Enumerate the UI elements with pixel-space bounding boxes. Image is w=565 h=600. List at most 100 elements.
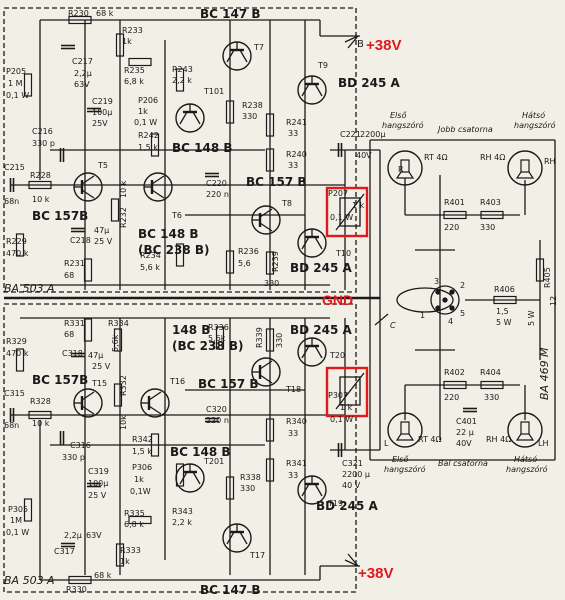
label-c321: C321 [342,459,363,468]
value-r336: 5,6k [208,334,226,343]
label-front-right-a: Első [390,111,406,120]
label-r406: R406 [494,285,515,294]
label-c-node: C [390,321,396,330]
value-c316: 330 p [62,453,85,462]
label-r329: R329 [6,337,27,346]
value-c216: 330 p [32,139,55,148]
component-symbols [9,15,545,585]
label-t16: T16 [169,377,185,386]
label-pin1: 1 [420,311,425,320]
label-rear-right-a: Hátsó [522,110,545,120]
label-r341: R341 [286,459,307,468]
label-r403: R403 [480,198,501,207]
label-rt-right: RT 4Ω [424,153,448,162]
value-r238: 330 [242,112,257,121]
label-r228: R228 [30,171,51,180]
supply-bottom-label: +38V [358,565,393,582]
value-c218-b: 25 V [94,237,113,246]
label-bd245a-top: BD 245 A [338,76,401,90]
value-c317-b: 63V [86,531,102,540]
label-c401: C401 [456,417,477,426]
label-bc238b-top: (BC 238 B) [138,243,209,257]
speaker-labels: Első hangszóró Jobb csatorna Hátsó hangs… [382,110,558,474]
label-r336: R336 [208,323,229,332]
label-r242: R242 [138,131,159,140]
label-t8: T8 [281,199,292,208]
value-r330: 68 k [94,571,112,580]
lower-channel-labels: R331 68 R334 5,6k 148 B (BC 238 B) R336 … [4,319,379,597]
label-p206: P206 [138,96,158,105]
label-r330: R330 [66,585,87,594]
label-r333: R333 [120,546,141,555]
label-c219: C219 [92,97,113,106]
value-c319-a: 100µ [88,479,108,488]
label-c316: C316 [70,441,91,450]
label-bd245a-bottom2: BD 245 A [316,499,379,513]
board-label-top: BA 503 A [4,282,55,295]
label-r238: R238 [242,101,263,110]
label-bc157-bottom: BC 157B [32,373,88,387]
label-r402: R402 [444,368,465,377]
label-t6: T6 [171,211,182,220]
label-t20: T20 [329,351,345,360]
label-bd245a-top2: BD 245 A [290,261,353,275]
value-r333: 1k [120,557,130,566]
value-r340: 33 [288,429,298,438]
label-r230: R230 [68,9,89,18]
value-r235: 6,8 k [124,77,144,86]
value-r329: 470 k [6,349,29,358]
value-r403: 330 [480,223,495,232]
label-r339: R339 [255,327,264,348]
value-r230: 68 k [96,9,114,18]
label-speaker-l: L [384,439,389,448]
label-r331: R331 [64,319,85,328]
value-r228: 10 k [32,195,50,204]
value-r341: 33 [288,471,298,480]
label-pin4: 4 [448,317,453,326]
value-p305-a: 1M [10,516,22,525]
value-r332: 10k [119,415,128,430]
label-r404: R404 [480,368,501,377]
label-bc157b-top: BC 157 B [246,175,307,189]
value-c317-a: 2,2µ [64,531,82,540]
value-c219-b: 25V [92,119,108,128]
label-pin5: 5 [460,309,465,318]
value-r334: 5,6k [111,334,120,352]
label-bc157b-bottom: BC 157 B [198,377,259,391]
label-bc157-top: BC 157B [32,209,88,223]
value-c315: 68n [4,421,19,430]
label-rear-right-b: hangszóró [514,120,556,130]
value-c221-b: 40V [356,151,372,160]
value-r232: 10 k [119,180,128,198]
value-r243: 2,2 k [172,76,192,85]
label-r240: R240 [286,150,307,159]
value-r241: 33 [288,129,298,138]
label-t18: T18 [285,385,301,394]
value-p206-b: 0,1 W [134,118,157,127]
value-c221-a: 2200µ [360,130,385,139]
label-t7: T7 [253,43,264,52]
label-c216: C216 [32,127,53,136]
value-p306-a: 1k [134,475,144,484]
value-r335: 6,8 k [124,520,144,529]
label-r235: R235 [124,66,145,75]
value-r406-b: 5 W [496,318,512,327]
value-r406-a: 1,5 [496,307,509,316]
value-c220: 220 n [206,190,229,199]
label-t201: T201 [203,457,224,466]
label-p307: P307 [328,391,348,400]
board-label-bottom: BA 503 A [4,574,55,587]
value-p205-a: 1 M [8,79,23,88]
label-t10: T10 [335,249,351,258]
label-bc148-top: BC 148 B [172,141,233,155]
label-t101: T101 [203,87,224,96]
label-bc147-top: BC 147 B [200,7,261,21]
label-rh-right: RH 4Ω [480,153,505,162]
value-c218-a: 47µ [94,226,109,235]
value-r242: 1,5 k [138,143,158,152]
gnd-label: GND [322,292,353,308]
p207-highlight-box [325,186,369,238]
value-c401-a: 22 µ [456,428,474,437]
label-pin2: 2 [460,281,465,290]
label-r342: R342 [132,435,153,444]
